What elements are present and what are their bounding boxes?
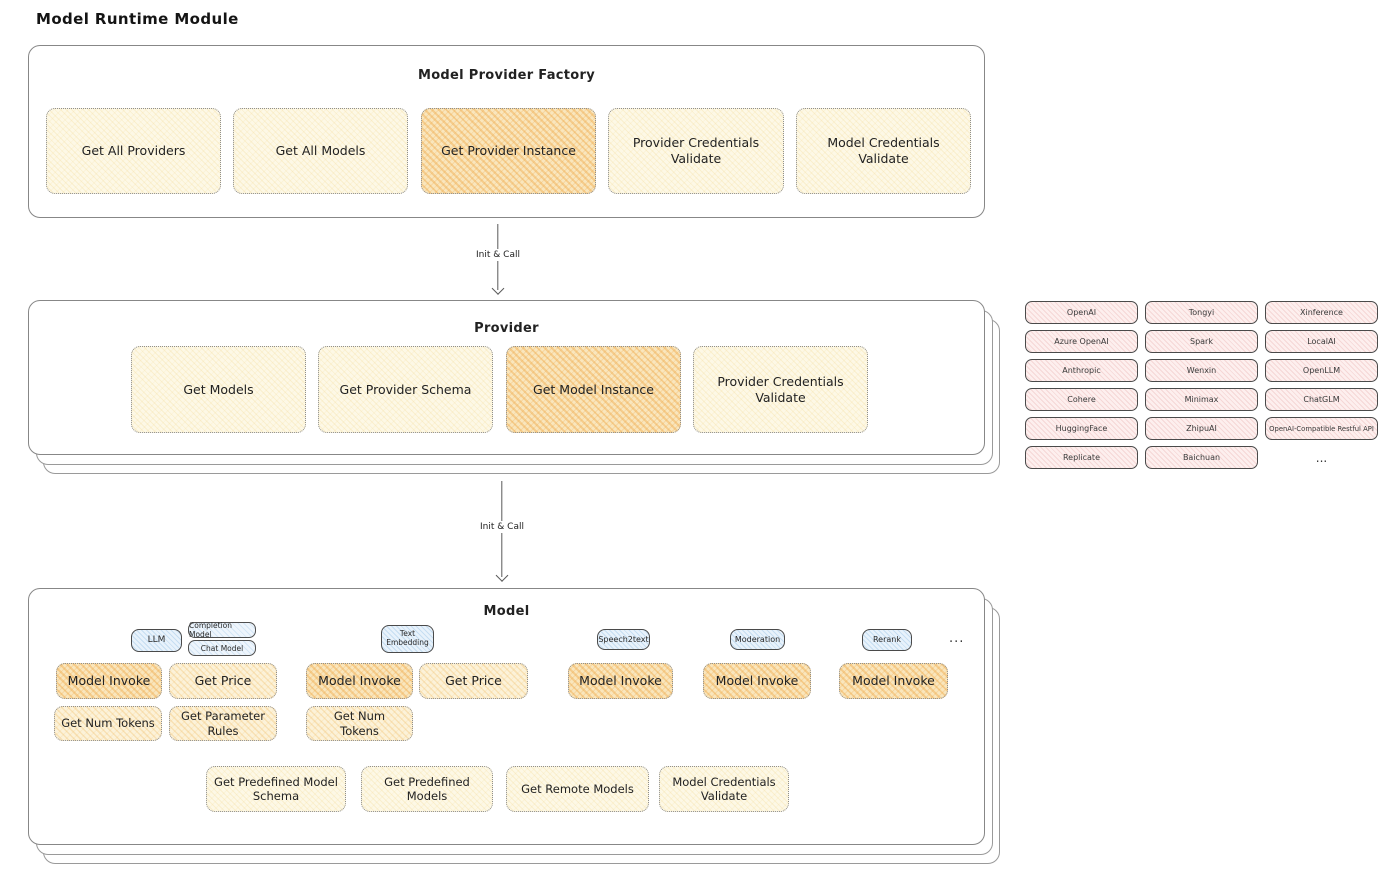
model-title: Model xyxy=(483,604,530,619)
tag-moderation: Moderation xyxy=(730,629,785,650)
providers-grid: OpenAI Tongyi Xinference Azure OpenAI Sp… xyxy=(1025,301,1378,470)
node-provider-credentials-validate-provider: Provider Credentials Validate xyxy=(693,346,868,433)
arrow-label: Init & Call xyxy=(472,249,524,261)
node-speech2text-model-invoke: Model Invoke xyxy=(568,663,673,699)
node-provider-credentials-validate-factory: Provider Credentials Validate xyxy=(608,108,784,194)
provider-cell-chatglm: ChatGLM xyxy=(1265,388,1378,411)
node-llm-model-invoke: Model Invoke xyxy=(56,663,162,699)
node-model-credentials-validate-factory: Model Credentials Validate xyxy=(796,108,971,194)
provider-cell-openai: OpenAI xyxy=(1025,301,1138,324)
tag-text-embedding: Text Embedding xyxy=(381,625,434,653)
provider-cell-openai-compatible: OpenAI-Compatible Restful API xyxy=(1265,417,1378,440)
tag-rerank: Rerank xyxy=(862,629,912,651)
provider-cell-tongyi: Tongyi xyxy=(1145,301,1258,324)
provider-cell-minimax: Minimax xyxy=(1145,388,1258,411)
provider-title: Provider xyxy=(474,321,539,336)
node-get-provider-instance: Get Provider Instance xyxy=(421,108,596,194)
node-embedding-model-invoke: Model Invoke xyxy=(306,663,413,699)
arrow-factory-to-provider: Init & Call xyxy=(472,224,524,295)
arrow-label: Init & Call xyxy=(476,521,528,533)
provider-cell-baichuan: Baichuan xyxy=(1145,446,1258,469)
node-get-predefined-models: Get Predefined Models xyxy=(361,766,493,812)
node-moderation-model-invoke: Model Invoke xyxy=(703,663,811,699)
model-types-more-ellipsis: ... xyxy=(949,631,965,646)
factory-container: Model Provider Factory Get All Providers… xyxy=(28,45,985,218)
provider-cell-azure-openai: Azure OpenAI xyxy=(1025,330,1138,353)
node-llm-get-price: Get Price xyxy=(169,663,277,699)
arrow-head-icon xyxy=(491,282,505,295)
provider-cell-xinference: Xinference xyxy=(1265,301,1378,324)
node-get-provider-schema: Get Provider Schema xyxy=(318,346,493,433)
providers-more-ellipsis: ... xyxy=(1315,450,1328,465)
tag-llm: LLM xyxy=(131,629,182,652)
node-embedding-get-num-tokens: Get Num Tokens xyxy=(306,706,413,741)
factory-title: Model Provider Factory xyxy=(417,68,596,83)
provider-cell-localai: LocalAI xyxy=(1265,330,1378,353)
node-llm-get-num-tokens: Get Num Tokens xyxy=(54,706,162,741)
node-get-all-models: Get All Models xyxy=(233,108,408,194)
tag-speech2text: Speech2text xyxy=(597,629,650,650)
provider-container: Provider Get Models Get Provider Schema … xyxy=(28,300,985,455)
node-model-credentials-validate-model: Model Credentials Validate xyxy=(659,766,789,812)
node-get-model-instance: Get Model Instance xyxy=(506,346,681,433)
arrow-head-icon xyxy=(495,569,509,582)
tag-completion-model: Completion Model xyxy=(188,621,256,639)
provider-cell-cohere: Cohere xyxy=(1025,388,1138,411)
page-title: Model Runtime Module xyxy=(36,10,239,28)
node-get-remote-models: Get Remote Models xyxy=(506,766,649,812)
provider-cell-anthropic: Anthropic xyxy=(1025,359,1138,382)
model-container: Model LLM Completion Model Chat Model Te… xyxy=(28,588,985,845)
provider-cell-huggingface: HuggingFace xyxy=(1025,417,1138,440)
node-get-models: Get Models xyxy=(131,346,306,433)
tag-chat-model: Chat Model xyxy=(188,640,256,656)
node-rerank-model-invoke: Model Invoke xyxy=(839,663,948,699)
node-embedding-get-price: Get Price xyxy=(419,663,528,699)
node-llm-get-parameter-rules: Get Parameter Rules xyxy=(169,706,277,741)
provider-cell-spark: Spark xyxy=(1145,330,1258,353)
provider-cell-openllm: OpenLLM xyxy=(1265,359,1378,382)
node-get-all-providers: Get All Providers xyxy=(46,108,221,194)
arrow-provider-to-model: Init & Call xyxy=(476,481,528,582)
provider-cell-zhipuai: ZhipuAI xyxy=(1145,417,1258,440)
provider-cell-wenxin: Wenxin xyxy=(1145,359,1258,382)
provider-cell-replicate: Replicate xyxy=(1025,446,1138,469)
node-get-predefined-model-schema: Get Predefined Model Schema xyxy=(206,766,346,812)
